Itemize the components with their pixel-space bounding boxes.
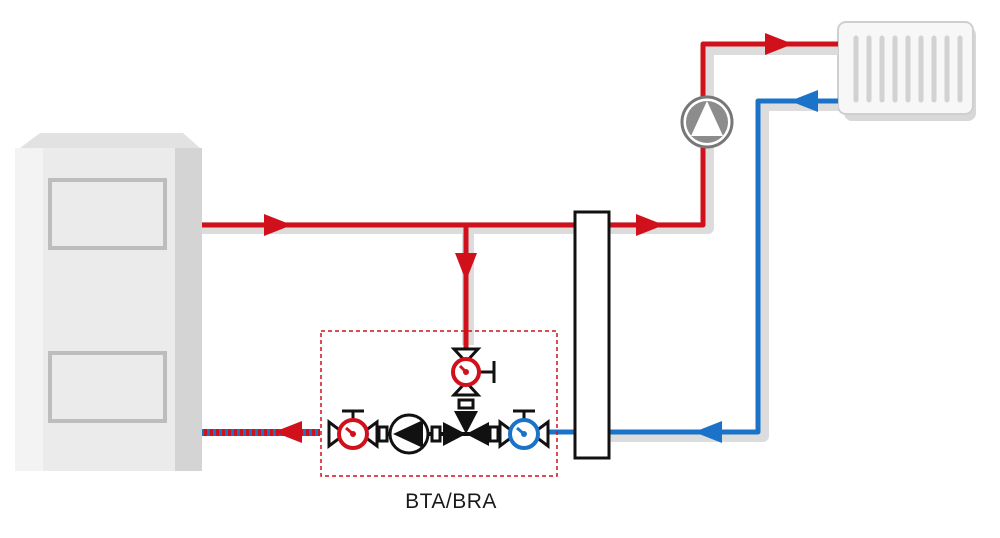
boiler: [15, 133, 202, 471]
valve-group-label: BTA/BRA: [405, 490, 497, 513]
buffer-tank: [573, 210, 611, 460]
flow-arrow: [790, 90, 818, 112]
flow-arrow: [264, 214, 292, 236]
flow-arrow: [765, 33, 793, 55]
boiler-panel-lower: [48, 351, 167, 423]
radiator-fins: [853, 35, 963, 103]
boiler-panel-upper: [48, 178, 167, 250]
three-way-valve: [443, 411, 489, 446]
radiator: [837, 21, 976, 121]
flow-arrows: [264, 33, 818, 443]
flow-arrow: [455, 253, 477, 281]
union-fittings: [377, 398, 500, 443]
mixing-valve-group: [320, 330, 558, 477]
mixed-return-pipe: [202, 429, 320, 436]
flow-arrow: [274, 421, 302, 443]
thermometer-valve-return: [498, 409, 550, 450]
flow-arrow: [636, 214, 664, 236]
pipe-shadows: [202, 43, 838, 442]
supply-pipe: [202, 41, 838, 350]
thermometer-valve-bypass: [450, 347, 496, 397]
circulation-pump: [680, 95, 734, 149]
flow-arrow: [694, 421, 722, 443]
thermometer-valve-supply: [327, 409, 379, 450]
pump-symbol: [388, 413, 430, 455]
